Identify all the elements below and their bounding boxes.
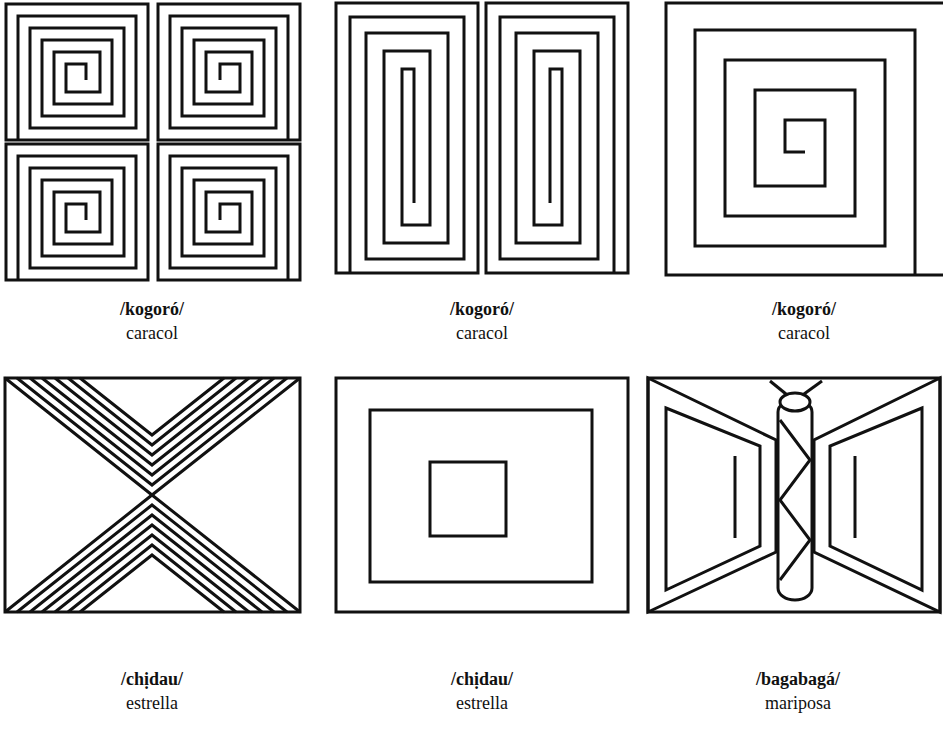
snail-motif-large: [666, 3, 943, 275]
term-label: /chịdau/: [121, 668, 183, 690]
butterfly-motif: [648, 378, 940, 612]
term-label: /kogoró/: [450, 298, 514, 320]
gloss-label: caracol: [778, 322, 830, 344]
snail-motif-four: [6, 4, 300, 280]
term-label: /bagabagá/: [756, 668, 840, 690]
gloss-label: estrella: [126, 692, 178, 714]
term-label: /kogoró/: [772, 298, 836, 320]
gloss-label: estrella: [456, 692, 508, 714]
snail-motif-tall: [336, 3, 628, 273]
star-motif-squares: [336, 378, 628, 612]
gloss-label: mariposa: [765, 692, 831, 714]
term-label: /chịdau/: [451, 668, 513, 690]
term-label: /kogoró/: [120, 298, 184, 320]
star-motif-x: [5, 378, 300, 612]
gloss-label: caracol: [456, 322, 508, 344]
gloss-label: caracol: [126, 322, 178, 344]
